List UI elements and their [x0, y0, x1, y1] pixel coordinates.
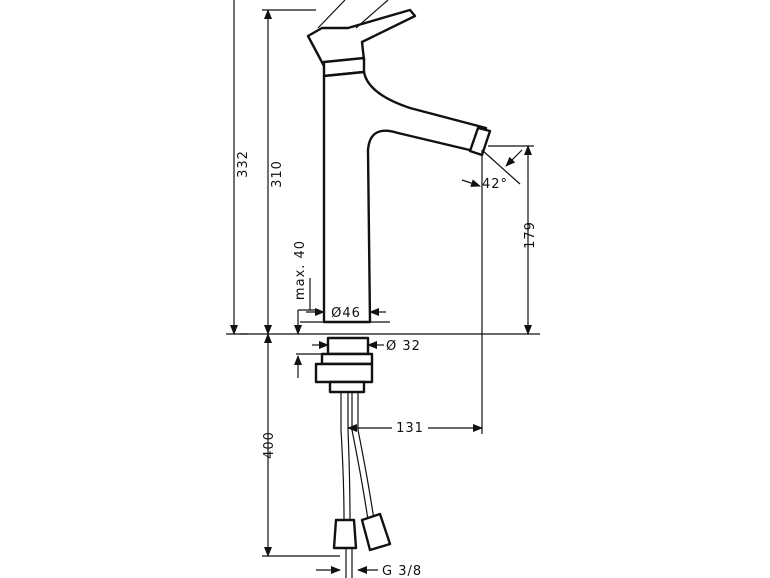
dim-outlet-height: 179	[488, 145, 538, 335]
mounting-nut	[314, 362, 374, 384]
dim-label-332: 332	[236, 150, 251, 178]
dim-total-height: 332	[226, 0, 251, 335]
hose-right	[351, 392, 369, 521]
dim-max-40: max. 40	[293, 240, 318, 335]
shank	[326, 336, 370, 356]
dim-label-g38: G 3/8	[382, 564, 422, 578]
dim-label-310: 310	[270, 160, 285, 188]
faucet-body	[300, 0, 492, 324]
washer	[320, 352, 374, 366]
dim-dia-46: Ø46	[306, 306, 386, 321]
dim-label-46: Ø46	[331, 306, 361, 321]
dim-label-131: 131	[396, 421, 424, 436]
dim-label-max-40: max. 40	[293, 240, 308, 300]
dim-label-32: Ø 32	[386, 339, 421, 354]
dim-angle: 42°	[461, 149, 523, 434]
dim-washer-thickness	[294, 353, 322, 378]
dim-thread: G 3/8	[316, 564, 422, 578]
hose-left-2	[347, 392, 351, 521]
dim-projection: 131	[347, 421, 483, 436]
hose-left	[340, 392, 345, 521]
hose-fitting-right	[360, 512, 392, 552]
dim-hose-length: 400	[262, 333, 340, 557]
mounting-parts	[314, 336, 392, 578]
lever-motion-line-2	[355, 0, 389, 29]
faucet-column	[322, 70, 488, 324]
dim-spout-height: 310	[262, 9, 316, 335]
dim-label-400: 400	[262, 431, 277, 459]
dim-label-179: 179	[523, 221, 538, 249]
hose-fitting-left	[332, 518, 358, 550]
nut-bottom	[328, 380, 366, 394]
dim-label-42: 42°	[482, 177, 508, 192]
lever-motion-line	[317, 0, 346, 29]
dim-dia-32: Ø 32	[312, 339, 421, 354]
hose-right-2	[357, 392, 375, 521]
